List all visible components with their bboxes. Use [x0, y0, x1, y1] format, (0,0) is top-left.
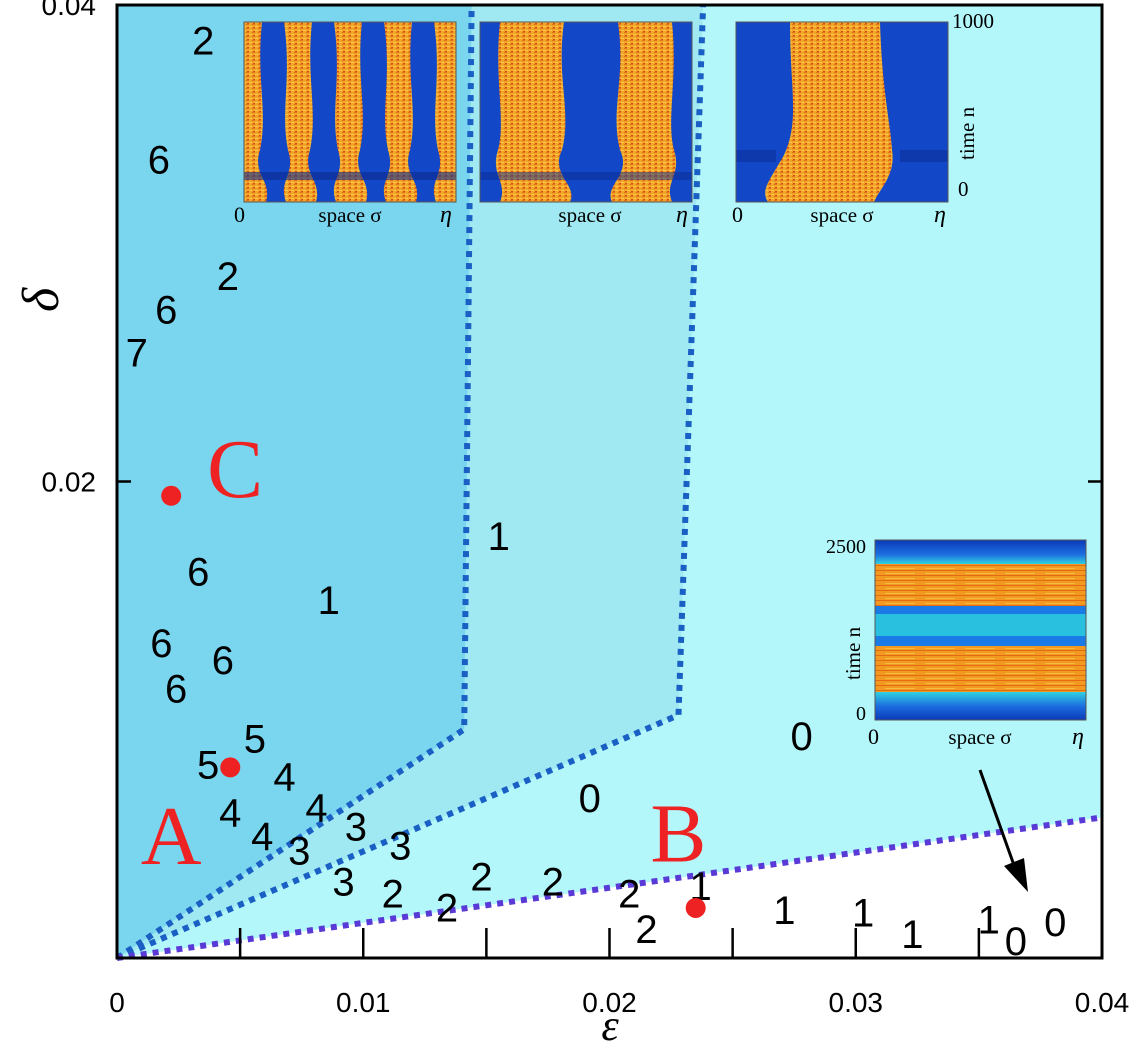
marked-label-a: A	[141, 790, 202, 883]
inset-4-y-label: time n	[841, 626, 865, 680]
inset-3-x-label: space σ	[810, 203, 873, 227]
inset-4-x-end: η	[1072, 724, 1084, 750]
point-label: 0	[1044, 901, 1066, 945]
inset-1-x-end: η	[440, 202, 452, 228]
point-label: 2	[470, 856, 492, 900]
y-tick-label: 0.02	[42, 467, 97, 498]
marked-points: A B C	[141, 423, 706, 918]
inset-4: 2500 0 time n 0 space σ η	[826, 536, 1087, 750]
inset-1-x-start: 0	[234, 202, 245, 227]
inset-4-band-top	[875, 540, 1086, 564]
point-label: 3	[345, 806, 367, 850]
point-label: 1	[901, 913, 923, 957]
inset-3-y-top: 1000	[952, 9, 994, 33]
point-label: 3	[332, 860, 354, 904]
inset-3-x-end: η	[934, 202, 946, 228]
x-tick-label: 0.02	[582, 987, 637, 1018]
point-label: 4	[305, 787, 327, 831]
point-label: 6	[187, 551, 209, 595]
x-tick-label: 0.03	[829, 987, 884, 1018]
point-label: 6	[150, 622, 172, 666]
point-label: 4	[273, 756, 295, 800]
inset-2-x-label: space σ	[558, 203, 621, 227]
inset-3-y-bottom: 0	[958, 177, 969, 201]
point-label: 0	[790, 715, 812, 759]
marked-point-b	[685, 897, 706, 918]
tick-labels: 0 0.01 0.02 0.03 0.04 0.02 0.04	[42, 0, 1129, 1018]
inset-1-x-label: space σ	[318, 203, 381, 227]
marked-point-c	[161, 485, 182, 506]
point-label: 2	[618, 872, 640, 916]
inset-1-channels	[244, 22, 456, 202]
point-label: 1	[773, 889, 795, 933]
inset-4-band-bottom	[875, 692, 1086, 720]
marked-point-a	[220, 757, 241, 778]
inset-4-x-start: 0	[868, 724, 879, 749]
inset-4-arrow	[978, 769, 1028, 892]
inset-3: 0 space σ η 1000 0 time n	[732, 9, 994, 228]
inset-2: space σ η	[479, 21, 693, 228]
inset-4-y-top: 2500	[826, 536, 866, 558]
inset-4-x-label: space σ	[948, 725, 1011, 749]
y-tick-label: 0.04	[42, 0, 97, 21]
marked-label-b: B	[650, 788, 706, 881]
point-label: 2	[217, 255, 239, 299]
phase-boundaries	[115, 4, 1103, 961]
point-label: 6	[165, 667, 187, 711]
point-label: 3	[288, 829, 310, 873]
inset-4-y-bottom: 0	[856, 703, 866, 725]
region-A	[117, 5, 472, 958]
point-label: 6	[155, 289, 177, 333]
point-label: 2	[542, 860, 564, 904]
inset-3-y-label: time n	[955, 106, 979, 160]
x-tick-label: 0.01	[336, 987, 391, 1018]
inset-2-channels	[480, 22, 692, 202]
x-axis-label: ε	[601, 1001, 619, 1041]
y-axis-label: δ	[13, 287, 70, 312]
axes	[115, 3, 1104, 960]
point-label: 2	[436, 887, 458, 931]
inset-2-x-end: η	[676, 202, 688, 228]
point-label: 0	[579, 777, 601, 821]
point-label: 1	[852, 891, 874, 935]
point-label: 5	[197, 744, 219, 788]
inset-1: 0 space σ η	[234, 21, 457, 228]
inset-3-x-start: 0	[732, 202, 743, 227]
point-label: 1	[488, 515, 510, 559]
point-label: 2	[635, 908, 657, 952]
marked-label-c: C	[207, 423, 263, 516]
point-label: 0	[1005, 920, 1027, 964]
point-label: 2	[192, 19, 214, 63]
point-label: 3	[389, 825, 411, 869]
boundary-3	[116, 814, 1103, 961]
point-label: 6	[148, 138, 170, 182]
point-label: 1	[978, 898, 1000, 942]
point-label: 4	[251, 815, 273, 859]
point-label: 6	[212, 639, 234, 683]
boundary-2	[115, 4, 707, 961]
point-label: 1	[318, 579, 340, 623]
point-label: 2	[382, 872, 404, 916]
point-label: 5	[244, 717, 266, 761]
x-tick-label: 0	[109, 987, 125, 1018]
inset-3-channels	[736, 22, 948, 202]
point-label: 7	[126, 331, 148, 375]
point-label: 4	[219, 791, 241, 835]
x-tick-label: 0.04	[1075, 987, 1129, 1018]
